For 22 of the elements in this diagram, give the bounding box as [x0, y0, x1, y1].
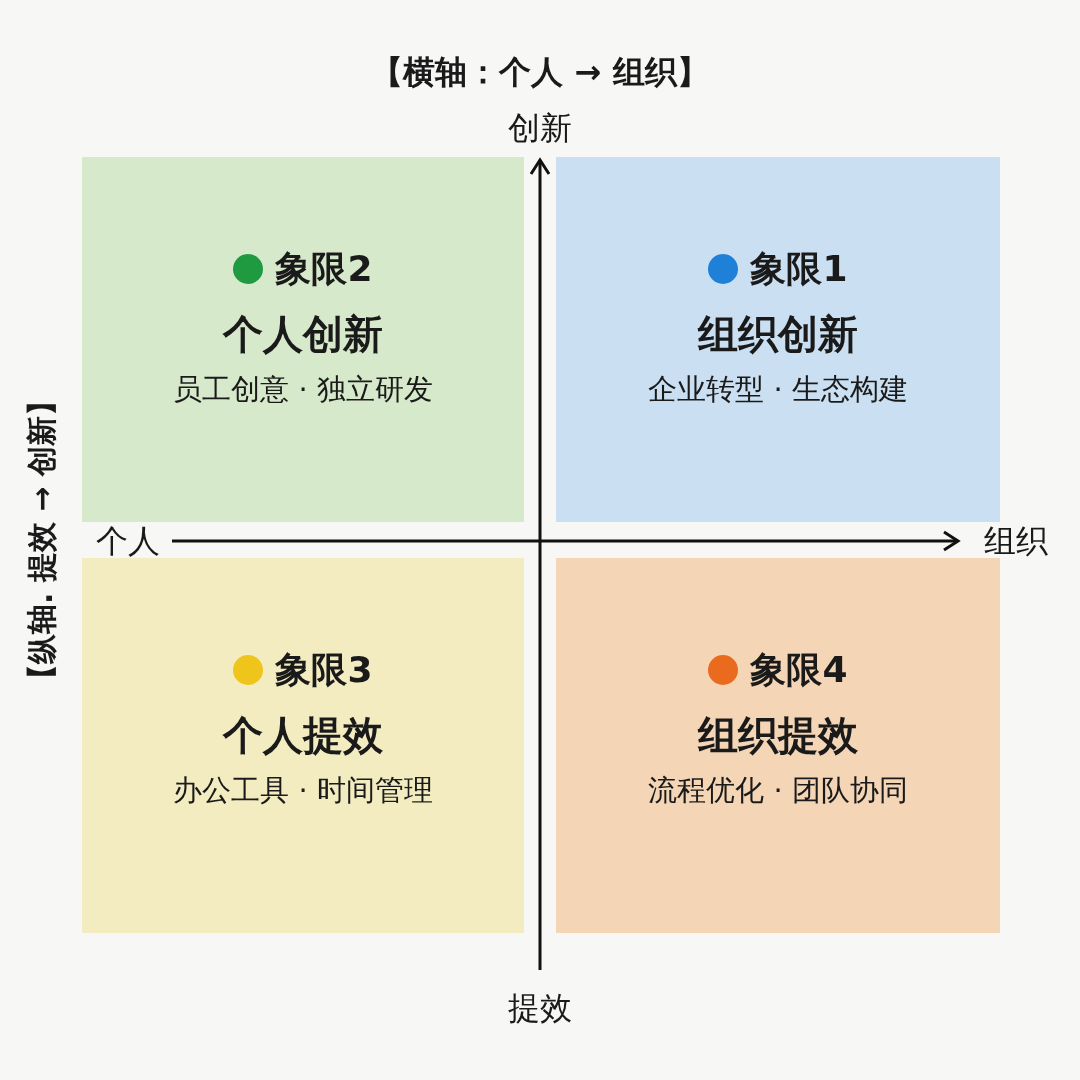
quadrant-heading: 象限4: [750, 649, 848, 690]
quadrant-title: 个人创新: [221, 310, 384, 359]
quadrant-box: [82, 558, 524, 933]
quadrant-box: [556, 157, 1000, 522]
quadrant-title: 组织提效: [696, 711, 859, 760]
axis-title: 【纵轴. 提效 → 创新】: [27, 386, 57, 694]
quadrant-title: 个人提效: [221, 711, 384, 760]
axis-label: 个人: [96, 525, 160, 557]
quadrant-heading: 象限1: [750, 248, 848, 289]
quadrant-subtitle: 员工创意 · 独立研发: [172, 371, 434, 408]
quadrant-box: [556, 558, 1000, 933]
quadrant-heading: 象限2: [275, 248, 373, 289]
quadrant-subtitle: 流程优化 · 团队协同: [647, 772, 909, 809]
quadrant-box: [82, 157, 524, 522]
axis-title: 【横轴：个人 → 组织】: [370, 56, 710, 88]
quadrant-heading: 象限3: [275, 649, 373, 690]
quadrant-subtitle: 办公工具 · 时间管理: [172, 772, 434, 809]
axis-label: 创新: [508, 112, 572, 144]
quadrant-title: 组织创新: [696, 310, 859, 359]
axis-label: 提效: [508, 992, 572, 1024]
quadrant-subtitle: 企业转型 · 生态构建: [647, 371, 909, 408]
axis-label: 组织: [984, 525, 1048, 557]
